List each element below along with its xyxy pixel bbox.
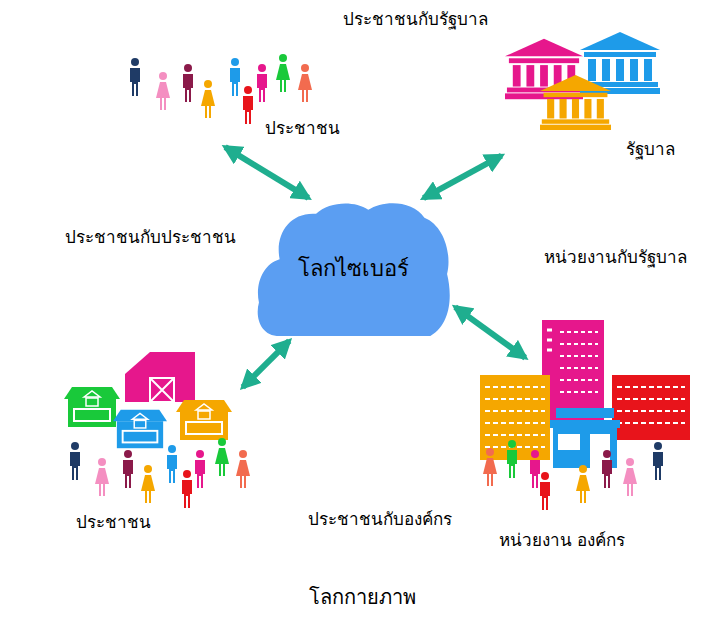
person-figure <box>182 470 192 508</box>
person-figure <box>201 80 215 118</box>
shop-sign <box>556 408 614 418</box>
group-label: ประชาชน <box>265 118 340 139</box>
group-label: หน่วยงาน องค์กร <box>499 530 625 551</box>
group-label: รัฐบาล <box>626 139 675 160</box>
barn-door <box>150 378 174 402</box>
person-figure <box>70 442 80 480</box>
double-arrow <box>455 307 525 358</box>
cloud-outline <box>258 203 450 336</box>
person-figure <box>95 458 109 496</box>
relation-label: ประชาชนกับรัฐบาล <box>343 9 488 30</box>
person-figure <box>602 450 612 488</box>
barn <box>125 352 195 402</box>
person-figure <box>141 465 155 503</box>
shop-awning <box>550 420 620 428</box>
people-group-node: ประชาชน <box>125 55 350 145</box>
tower-windows <box>547 330 552 350</box>
people-group <box>483 440 663 510</box>
shop-window <box>558 434 580 450</box>
person-figure <box>623 458 637 496</box>
person-figure <box>540 472 550 510</box>
person-figure <box>483 448 497 486</box>
building-windows <box>485 387 545 447</box>
double-arrow <box>243 341 289 387</box>
double-arrow <box>424 156 502 199</box>
person-figure <box>276 54 290 92</box>
person-figure <box>236 450 250 488</box>
government-node: รัฐบาล <box>505 30 695 162</box>
person-figure <box>653 442 663 480</box>
cloud-label: โลกไซเบอร์ <box>298 255 409 283</box>
person-figure <box>257 64 267 102</box>
person-figure <box>156 72 170 110</box>
person-figure <box>298 64 312 102</box>
person-figure <box>243 86 253 124</box>
office-building <box>612 375 690 440</box>
relation-label: ประชาชนกับประชาชน <box>65 227 236 248</box>
relation-label: หน่วยงานกับรัฐบาล <box>544 247 687 268</box>
office-building <box>480 375 550 460</box>
person-figure <box>167 445 177 483</box>
house <box>64 387 120 427</box>
person-figure <box>183 64 193 102</box>
person-figure <box>530 450 540 488</box>
people-group-node: ประชาชน <box>55 350 240 535</box>
person-figure <box>230 58 240 96</box>
building-windows <box>617 387 685 423</box>
tower-windows <box>560 332 598 392</box>
tower-building <box>542 320 604 420</box>
government-building <box>540 75 611 130</box>
people-group <box>130 54 312 124</box>
barn-door <box>150 378 174 402</box>
people-group <box>70 438 250 508</box>
person-figure <box>576 465 590 503</box>
house <box>176 400 232 440</box>
organisation-node: หน่วยงาน องค์กร <box>480 360 695 555</box>
house <box>113 410 167 449</box>
cyber-cloud: โลกไซเบอร์ <box>255 200 452 338</box>
person-figure <box>123 450 133 488</box>
person-figure <box>215 438 229 476</box>
person-figure <box>130 58 140 96</box>
relation-label: ประชาชนกับองค์กร <box>308 509 452 530</box>
person-figure <box>195 450 205 488</box>
double-arrow <box>225 147 308 198</box>
group-label: ประชาชน <box>76 512 151 533</box>
person-figure <box>507 440 517 478</box>
diagram-caption: โลกกายภาพ <box>309 585 416 610</box>
houses <box>64 352 232 448</box>
